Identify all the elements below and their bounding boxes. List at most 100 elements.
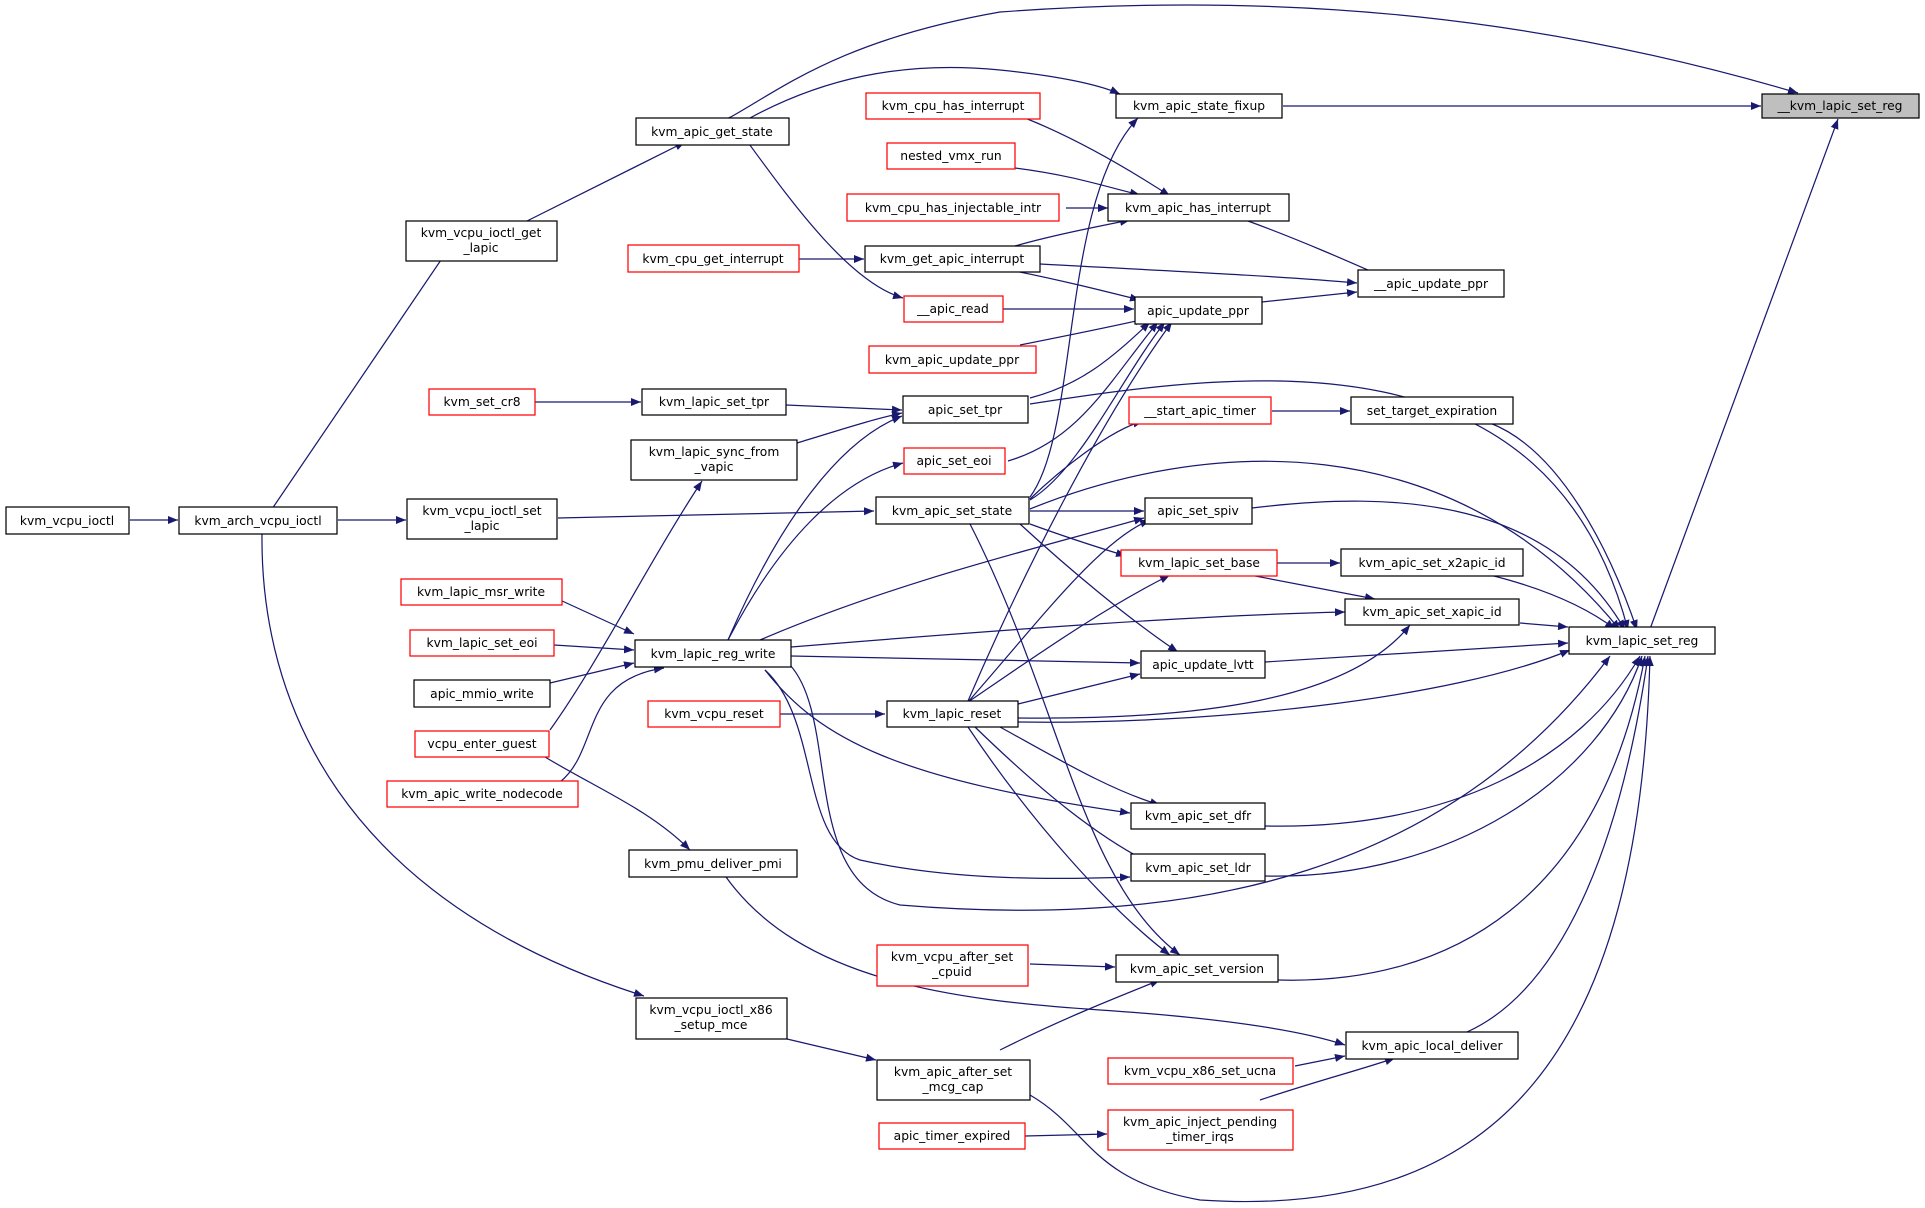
node-label: kvm_apic_set_xapic_id — [1362, 605, 1501, 619]
edges — [130, 4, 1839, 1203]
node-kvm-apic-inject-pending-timer-irqs[interactable]: kvm_apic_inject_pending _timer_irqs — [1107, 1109, 1294, 1151]
node-kvm-cpu-has-interrupt[interactable]: kvm_cpu_has_interrupt — [865, 92, 1041, 120]
edge-xapic-id-to-lapic-set-reg — [1519, 622, 1569, 631]
node-kvm-lapic-reset[interactable]: kvm_lapic_reset — [886, 700, 1019, 728]
node-__apic-read[interactable]: __apic_read — [903, 295, 1004, 323]
node-kvm-cpu-has-injectable-intr[interactable]: kvm_cpu_has_injectable_intr — [846, 193, 1060, 222]
node-label: apic_set_eoi — [916, 454, 991, 468]
node-label: kvm_lapic_set_reg — [1586, 634, 1699, 648]
node-label: apic_update_lvtt — [1152, 658, 1254, 672]
node-kvm-apic-set-x2apic-id[interactable]: kvm_apic_set_x2apic_id — [1340, 548, 1524, 577]
node-kvm-apic-set-version[interactable]: kvm_apic_set_version — [1115, 954, 1279, 983]
edge-sync-vapic-to-apic-set-tpr — [796, 411, 903, 444]
node-kvm-get-apic-interrupt[interactable]: kvm_get_apic_interrupt — [864, 245, 1041, 273]
node-nested-vmx-run[interactable]: nested_vmx_run — [886, 142, 1016, 170]
node-label: kvm_vcpu_ioctl_x86 — [649, 1003, 772, 1017]
edge-lapic-set-tpr-to-apic-set-tpr — [785, 404, 903, 414]
edge-set-ldr-to-lapic-set-reg — [1264, 655, 1643, 877]
node-kvm-vcpu-ioctl-x86-setup-mce[interactable]: kvm_vcpu_ioctl_x86 _setup_mce — [635, 997, 788, 1040]
node-label: kvm_lapic_set_eoi — [426, 636, 537, 650]
node-label: kvm_apic_set_x2apic_id — [1358, 556, 1505, 570]
edge-mcg-cap-to-lapic-set-reg — [1029, 655, 1654, 1203]
node-set-target-expiration[interactable]: set_target_expiration — [1350, 396, 1514, 425]
edge-vcpu-enter-guest-to-sync-vapic — [549, 480, 703, 731]
node-kvm-apic-state-fixup[interactable]: kvm_apic_state_fixup — [1115, 93, 1283, 119]
edge-get-state-to-state-fixup — [749, 66, 1121, 119]
node-__apic-update-ppr[interactable]: __apic_update_ppr — [1357, 269, 1505, 298]
node-apic-mmio-write[interactable]: apic_mmio_write — [413, 679, 551, 708]
edge-reset-to-update-lvtt — [1017, 672, 1141, 705]
edge-arch-ioctl-to-setup-mce — [261, 532, 645, 997]
node-kvm-apic-after-set-mcg-cap[interactable]: kvm_apic_after_set _mcg_cap — [876, 1059, 1031, 1101]
node-kvm-vcpu-ioctl-set-lapic[interactable]: kvm_vcpu_ioctl_set _lapic — [406, 498, 558, 540]
node-kvm-apic-set-state[interactable]: kvm_apic_set_state — [875, 496, 1030, 525]
node-label: kvm_lapic_reset — [903, 707, 1002, 721]
node-kvm-vcpu-reset[interactable]: kvm_vcpu_reset — [647, 700, 781, 728]
node-kvm-lapic-msr-write[interactable]: kvm_lapic_msr_write — [400, 578, 563, 606]
node-kvm-vcpu-after-set-cpuid[interactable]: kvm_vcpu_after_set _cpuid — [876, 944, 1029, 987]
edge-apic-set-tpr-to-lapic-set-reg — [1029, 380, 1630, 631]
node-apic-set-eoi[interactable]: apic_set_eoi — [903, 447, 1006, 475]
edge-reset-to-set-ldr — [974, 726, 1161, 869]
node-label: kvm_vcpu_after_set — [891, 950, 1014, 964]
node-label: kvm_apic_set_version — [1130, 962, 1264, 976]
node-apic-timer-expired[interactable]: apic_timer_expired — [878, 1122, 1026, 1150]
node-apic-update-ppr[interactable]: apic_update_ppr — [1134, 296, 1263, 325]
node-apic-set-spiv[interactable]: apic_set_spiv — [1144, 497, 1253, 525]
edge-set-state-to-lapic-set-base — [1029, 523, 1127, 557]
node-kvm-lapic-set-reg[interactable]: kvm_lapic_set_reg — [1568, 626, 1716, 655]
node-kvm-vcpu-ioctl-get-lapic[interactable]: kvm_vcpu_ioctl_get _lapic — [405, 220, 558, 262]
node-kvm-apic-has-interrupt[interactable]: kvm_apic_has_interrupt — [1107, 193, 1290, 222]
node-kvm-set-cr8[interactable]: kvm_set_cr8 — [428, 388, 536, 416]
edge-lapic-set-reg-to-target — [1649, 118, 1839, 630]
node-kvm-lapic-set-eoi[interactable]: kvm_lapic_set_eoi — [409, 629, 555, 657]
node-kvm-lapic-set-tpr[interactable]: kvm_lapic_set_tpr — [641, 388, 787, 416]
node-target[interactable]: __kvm_lapic_set_reg — [1761, 93, 1920, 119]
node-kvm-vcpu-ioctl[interactable]: kvm_vcpu_ioctl — [5, 506, 130, 535]
node-kvm-lapic-set-base[interactable]: kvm_lapic_set_base — [1120, 549, 1278, 577]
node-label: _mcg_cap — [922, 1080, 984, 1094]
node-kvm-pmu-deliver-pmi[interactable]: kvm_pmu_deliver_pmi — [628, 849, 798, 878]
node-kvm-lapic-reg-write[interactable]: kvm_lapic_reg_write — [634, 639, 792, 668]
edge-get-apic-int-to-has-int — [1014, 218, 1131, 247]
node-apic-set-tpr[interactable]: apic_set_tpr — [902, 395, 1029, 424]
node-kvm-apic-set-dfr[interactable]: kvm_apic_set_dfr — [1130, 802, 1266, 830]
edge-local-deliver-to-lapic-set-reg — [1466, 655, 1651, 1033]
node-apic-update-lvtt[interactable]: apic_update_lvtt — [1140, 650, 1266, 679]
node-label: kvm_apic_set_dfr — [1145, 809, 1252, 823]
node-kvm-apic-write-nodecode[interactable]: kvm_apic_write_nodecode — [386, 780, 579, 808]
edge-reg-write-to-apic-set-eoi — [727, 461, 904, 641]
edge-timer-expired-to-inject-pending — [1024, 1130, 1108, 1139]
node-kvm-vcpu-x86-set-ucna[interactable]: kvm_vcpu_x86_set_ucna — [1107, 1057, 1294, 1085]
node-label: apic_timer_expired — [894, 1129, 1011, 1143]
node-kvm-apic-update-ppr[interactable]: kvm_apic_update_ppr — [868, 345, 1037, 374]
node-kvm-apic-get-state[interactable]: kvm_apic_get_state — [635, 117, 790, 146]
node-label: apic_mmio_write — [430, 687, 534, 701]
node-__start-apic-timer[interactable]: __start_apic_timer — [1128, 396, 1272, 425]
node-kvm-apic-set-xapic-id[interactable]: kvm_apic_set_xapic_id — [1344, 598, 1520, 626]
node-kvm-cpu-get-interrupt[interactable]: kvm_cpu_get_interrupt — [627, 244, 800, 273]
node-kvm-arch-vcpu-ioctl[interactable]: kvm_arch_vcpu_ioctl — [178, 506, 338, 535]
node-label: kvm_cpu_has_injectable_intr — [865, 201, 1042, 215]
edge-get-apic-int-to-__apic-update-ppr — [1039, 263, 1358, 287]
node-label: kvm_pmu_deliver_pmi — [644, 857, 782, 871]
node-label: kvm_apic_write_nodecode — [401, 787, 563, 801]
node-label: kvm_cpu_get_interrupt — [642, 252, 783, 266]
edge-reg-write-to-set-dfr — [764, 669, 1131, 816]
edge-apic-update-ppr-to-__apic-update-ppr — [1261, 289, 1358, 303]
edge-reset-to-set-version — [967, 726, 1171, 956]
node-kvm-lapic-sync-from-vapic[interactable]: kvm_lapic_sync_from _vapic — [630, 439, 798, 481]
node-kvm-apic-set-ldr[interactable]: kvm_apic_set_ldr — [1130, 853, 1266, 882]
edge-get-lapic-to-get-state — [522, 141, 686, 224]
node-vcpu-enter-guest[interactable]: vcpu_enter_guest — [414, 730, 550, 758]
edge-mcg-cap-to-set-version — [999, 979, 1161, 1051]
edge-reset-to-xapic-id — [1017, 624, 1411, 719]
node-label: _lapic — [462, 241, 498, 255]
edge-set-state-to-state-fixup — [1029, 117, 1139, 498]
node-label: kvm_lapic_set_base — [1138, 556, 1260, 570]
node-kvm-apic-local-deliver[interactable]: kvm_apic_local_deliver — [1345, 1031, 1519, 1060]
node-label: kvm_apic_set_ldr — [1145, 861, 1251, 875]
node-label: kvm_cpu_has_interrupt — [882, 99, 1025, 113]
node-label: __start_apic_timer — [1143, 404, 1257, 418]
edge-set-state-to-update-lvtt — [1019, 523, 1179, 653]
